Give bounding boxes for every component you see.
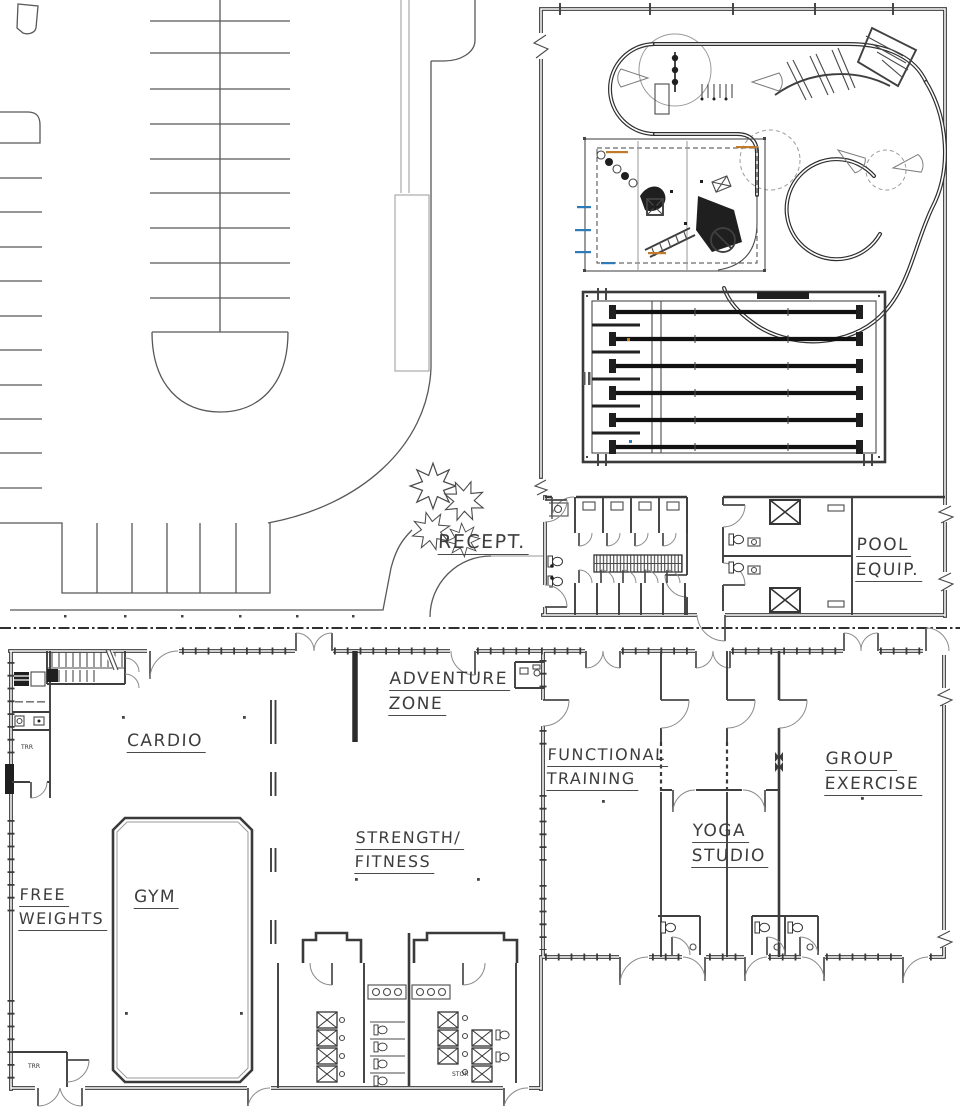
shrub-icon: [409, 462, 457, 510]
room-label-storage: STOR: [452, 1071, 469, 1078]
adventure-strength-area: [270, 651, 545, 944]
studio-partitions: [539, 651, 819, 957]
family-changing-rooms: [723, 497, 853, 615]
room-label-free-weights: FREE WEIGHTS: [18, 885, 108, 934]
locker-rooms: [541, 493, 945, 642]
reception-entry: [429, 555, 554, 618]
column-markers: [122, 295, 880, 1015]
room-label-group-exercise: GROUP EXERCISE: [824, 749, 923, 799]
restroom-block: [277, 931, 519, 1088]
spray-feature-icon: [617, 68, 649, 88]
pool-ladder-icon: [597, 288, 873, 466]
natatorium: [532, 3, 955, 618]
fitness-wing: [5, 627, 954, 1107]
corner-toilet-room: [13, 1051, 90, 1087]
room-label-reception: RECEPT.: [437, 531, 530, 558]
room-label-functional-training: FUNCTIONAL TRAINING: [546, 745, 669, 794]
spray-feature-icon: [751, 72, 783, 92]
lap-pool: [581, 288, 887, 466]
room-label-yoga-studio: YOGA STUDIO: [691, 821, 770, 871]
parking-lot: [0, 0, 960, 630]
play-structure-zone: [575, 137, 766, 272]
spray-feature-icon: [890, 153, 925, 178]
room-label-toilet-lower: TRR: [28, 1063, 41, 1070]
gym-court: [111, 816, 254, 1084]
room-label-pool-equip: POOL EQUIP.: [855, 535, 923, 585]
room-label-toilet-upper: TRR: [21, 744, 34, 751]
lap-lane-lines: [592, 305, 863, 454]
starting-platform: [757, 292, 809, 299]
studio-toilet-rooms: [658, 915, 819, 956]
room-label-cardio: CARDIO: [126, 731, 207, 756]
stair-and-service-rooms: [12, 649, 140, 799]
room-label-strength-fitness: STRENGTH/ FITNESS: [354, 828, 465, 877]
room-label-adventure-zone: ADVENTURE ZONE: [388, 669, 512, 719]
room-label-gym: GYM: [133, 887, 180, 912]
